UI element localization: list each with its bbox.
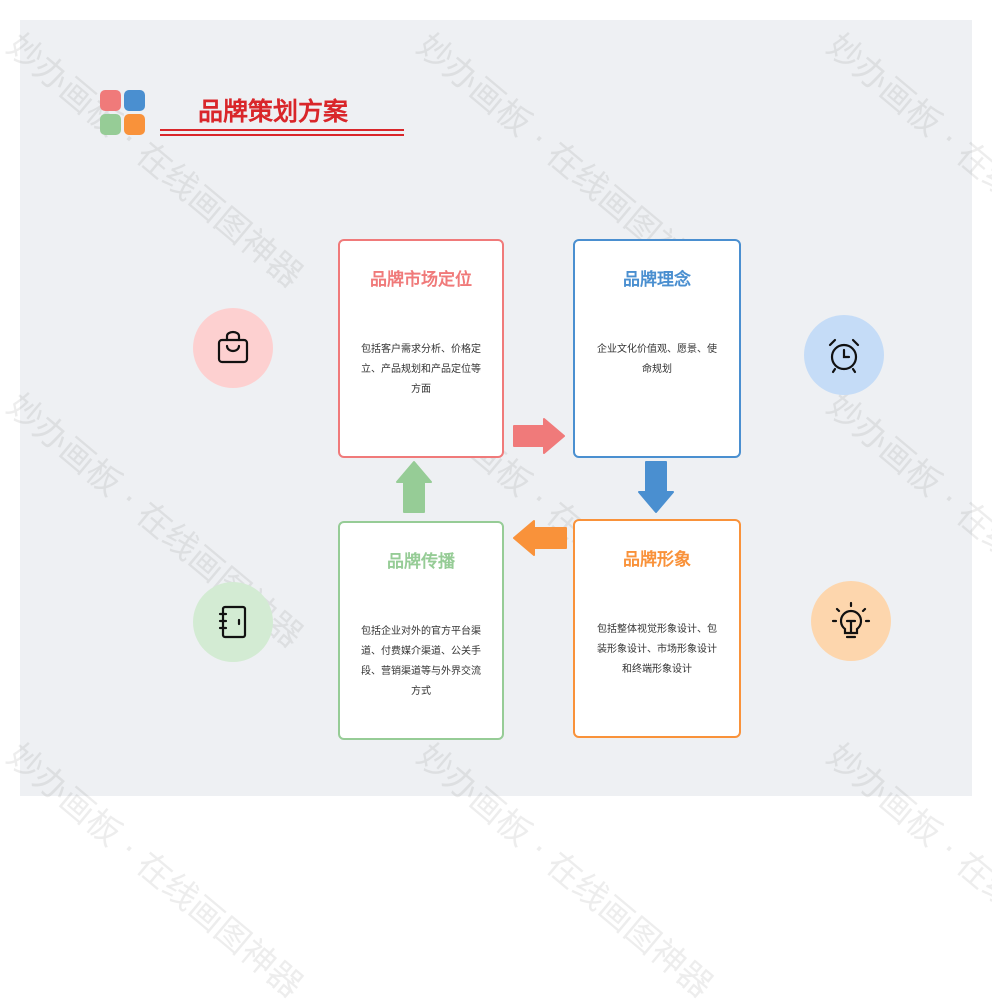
card-text: 包括整体视觉形象设计、包装形象设计、市场形象设计和终端形象设计 <box>597 624 717 675</box>
alarm-clock-icon <box>828 338 860 374</box>
arrow-down-icon <box>638 461 674 513</box>
card-brand-image[interactable]: 品牌形象 包括整体视觉形象设计、包装形象设计、市场形象设计和终端形象设计 <box>573 519 741 738</box>
notebook-icon <box>218 605 247 639</box>
card-title: 品牌传播 <box>387 552 455 572</box>
lightbulb-icon <box>831 601 871 639</box>
card-brand-communication[interactable]: 品牌传播 包括企业对外的官方平台渠道、付费媒介渠道、公关手段、营销渠道等与外界交… <box>338 521 504 740</box>
card-text: 企业文化价值观、愿景、使命规划 <box>597 344 717 375</box>
arrow-right-icon <box>513 418 565 454</box>
page-title: 品牌策划方案 <box>198 97 349 126</box>
card-title: 品牌市场定位 <box>370 270 472 290</box>
arrow-up-icon <box>396 461 432 513</box>
shopping-bag-icon <box>217 330 249 364</box>
card-brand-philosophy[interactable]: 品牌理念 企业文化价值观、愿景、使命规划 <box>573 239 741 458</box>
card-market-positioning[interactable]: 品牌市场定位 包括客户需求分析、价格定立、产品规划和产品定位等方面 <box>338 239 504 458</box>
clock-circle <box>804 315 884 395</box>
lightbulb-circle <box>811 581 891 661</box>
bag-circle <box>193 308 273 388</box>
notebook-circle <box>193 582 273 662</box>
title-underline <box>160 134 404 136</box>
card-text: 包括企业对外的官方平台渠道、付费媒介渠道、公关手段、营销渠道等与外界交流方式 <box>361 626 481 697</box>
card-title: 品牌形象 <box>623 550 691 570</box>
arrow-left-icon <box>513 520 567 556</box>
logo-icon <box>100 90 145 135</box>
title-underline <box>160 129 404 131</box>
card-title: 品牌理念 <box>623 270 691 290</box>
card-text: 包括客户需求分析、价格定立、产品规划和产品定位等方面 <box>361 344 481 395</box>
